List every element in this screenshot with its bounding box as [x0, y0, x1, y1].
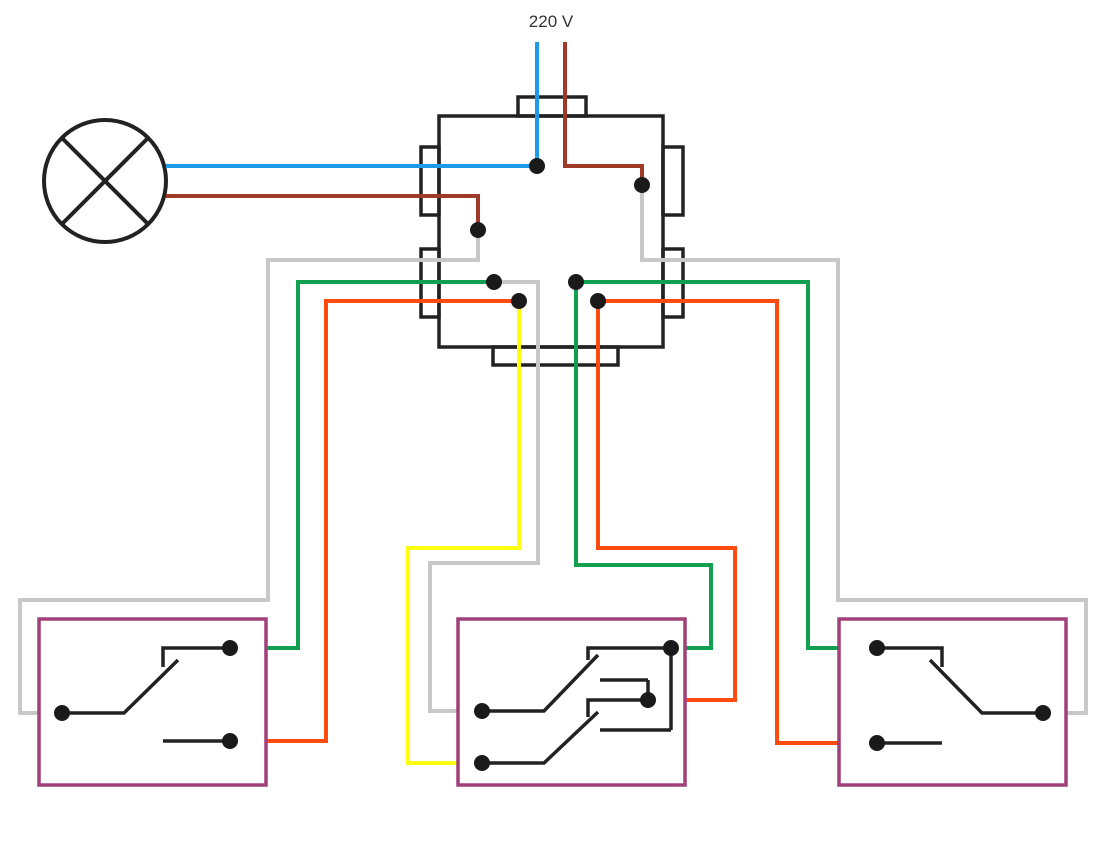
- terminal-dot: [529, 158, 545, 174]
- lamp-icon: [42, 118, 168, 244]
- terminal-dot: [511, 293, 527, 309]
- right-switch-common-wire: [640, 185, 1088, 715]
- right-traveler-red: [598, 299, 877, 745]
- middle-switch-common-wire: [428, 280, 540, 713]
- right-traveler-green: [576, 280, 877, 650]
- middle-traveler-green: [574, 282, 713, 650]
- terminal-dot: [568, 274, 584, 290]
- middle-switch: [456, 617, 687, 787]
- middle-traveler-red: [596, 301, 737, 702]
- right-switch: [837, 617, 1068, 787]
- left-switch: [37, 617, 268, 787]
- terminal-dot: [486, 274, 502, 290]
- middle-switch-feed-wire: [406, 301, 521, 765]
- terminal-dot: [590, 293, 606, 309]
- supply-voltage-label: 220 V: [529, 12, 574, 31]
- two-way-switch-icon: [54, 640, 238, 749]
- supply-phase-wire: [563, 42, 644, 185]
- junction-terminals: [470, 158, 650, 309]
- left-switch-common-wire: [18, 230, 480, 715]
- left-traveler-red: [230, 299, 519, 743]
- two-way-switch-icon: [869, 640, 1051, 751]
- terminal-dot: [634, 177, 650, 193]
- junction-box-icon: [419, 95, 685, 367]
- intermediate-switch-icon: [474, 640, 679, 771]
- terminal-dot: [470, 222, 486, 238]
- lamp-phase-wire: [166, 194, 480, 230]
